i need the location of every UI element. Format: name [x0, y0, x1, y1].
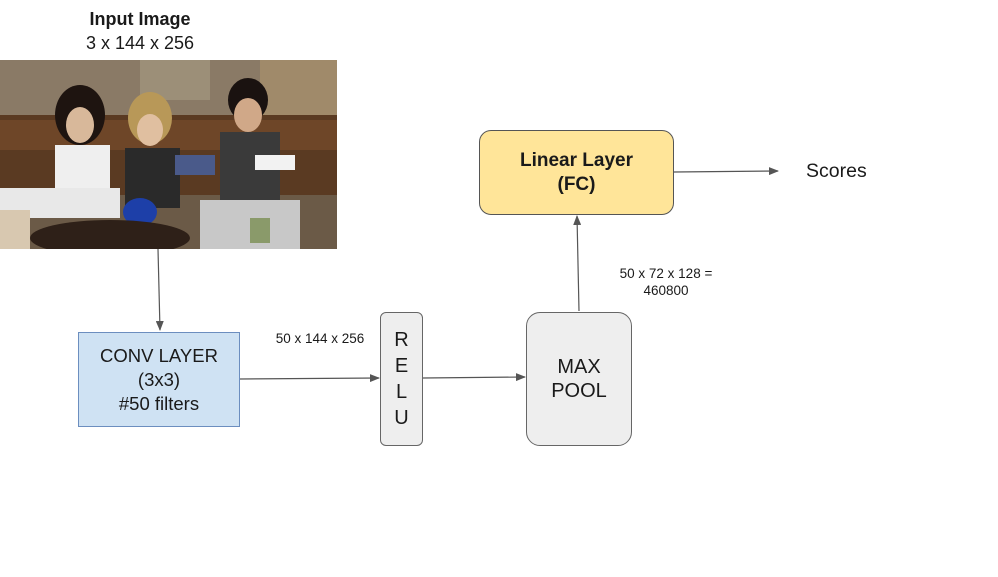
linear-layer-block: Linear Layer (FC): [479, 130, 674, 215]
input-image-title: Input Image: [89, 9, 191, 29]
fc-line2: (FC): [557, 173, 596, 195]
conv-output-dims-label: 50 x 144 x 256: [275, 331, 365, 346]
relu-block: R E L U: [380, 312, 423, 446]
arrow-pool-to-fc: [573, 215, 582, 312]
conv-line1: CONV LAYER: [100, 344, 218, 366]
conv-layer-block: CONV LAYER (3x3) #50 filters: [78, 332, 240, 427]
relu-letter: L: [395, 381, 408, 403]
arrow-conv-to-relu: [239, 374, 380, 383]
arrow-image-to-conv: [155, 248, 164, 331]
relu-letter: E: [394, 355, 409, 377]
fc-line1: Linear Layer: [520, 149, 633, 171]
arrow-relu-to-pool: [422, 373, 526, 382]
scores-label: Scores: [806, 160, 867, 182]
relu-letter: U: [394, 407, 409, 429]
conv-line2: (3x3): [137, 368, 181, 390]
relu-letter: R: [394, 329, 409, 351]
pool-output-line2: 460800: [643, 283, 689, 298]
pool-line2: POOL: [551, 380, 607, 402]
pool-output-dims-label: 50 x 72 x 128 = 460800: [598, 265, 734, 299]
arrow-fc-to-scores: [673, 167, 779, 176]
pool-output-line1: 50 x 72 x 128 =: [619, 266, 713, 281]
input-image: [0, 60, 337, 249]
max-pool-block: MAX POOL: [526, 312, 632, 446]
input-image-dims: 3 x 144 x 256: [85, 33, 195, 53]
pool-line1: MAX: [557, 356, 601, 378]
conv-line3: #50 filters: [118, 392, 200, 414]
